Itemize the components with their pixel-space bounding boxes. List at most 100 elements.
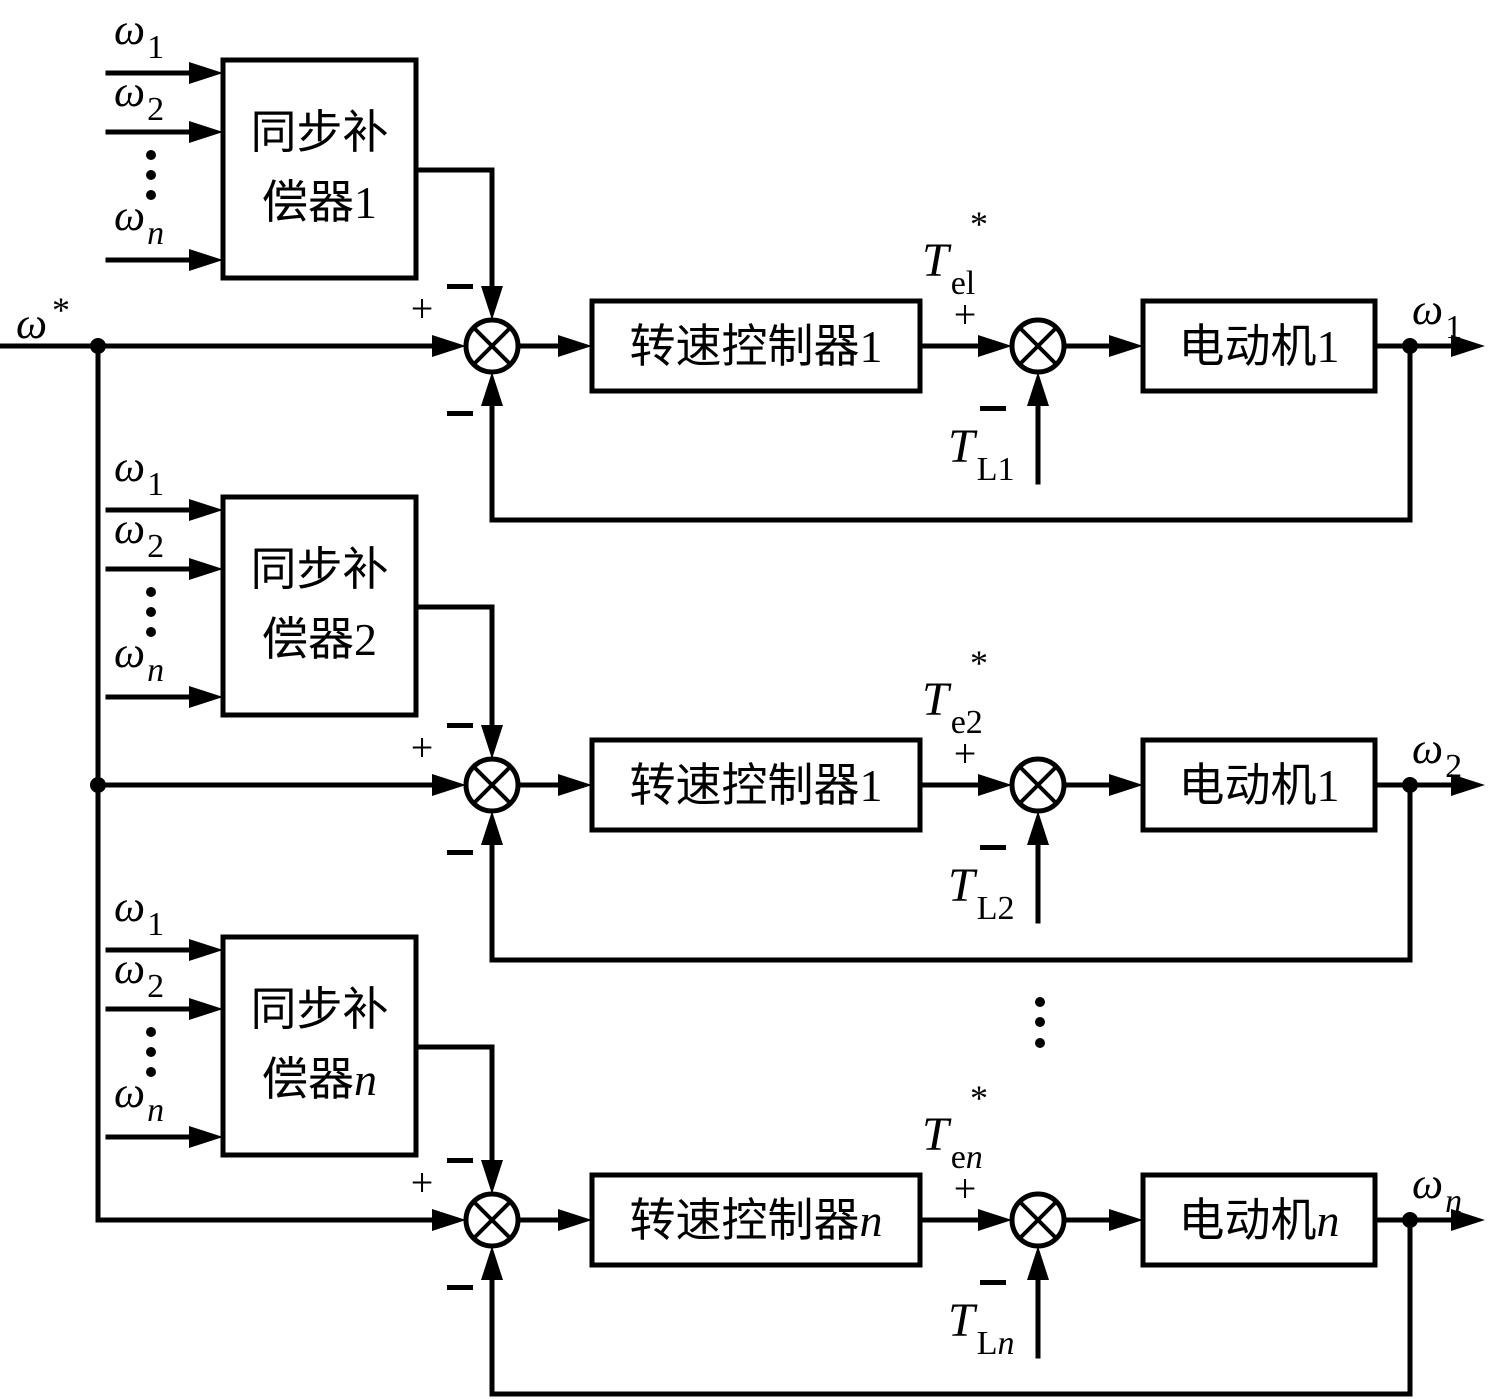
compensator-output-line	[413, 1044, 495, 1163]
arrowhead	[481, 372, 503, 406]
speed-controller-index: 1	[860, 321, 883, 372]
cross-line	[1018, 765, 1058, 805]
arrowhead	[189, 121, 223, 143]
symbol: ω	[114, 5, 145, 54]
arrowhead	[432, 335, 466, 357]
feedback-line	[489, 1217, 1413, 1397]
arrowhead	[1027, 372, 1049, 406]
arrowhead	[481, 725, 503, 759]
cross-line	[472, 326, 512, 366]
subscript: l	[966, 265, 975, 302]
arrowhead	[978, 335, 1012, 357]
arrowhead	[1109, 1209, 1143, 1231]
ellipsis-dot	[1035, 997, 1045, 1007]
arrowhead	[189, 249, 223, 271]
plus-sign-torque: +	[954, 731, 977, 776]
ellipsis-dot	[146, 1067, 156, 1077]
subscript: 2	[966, 704, 983, 741]
subscript: n	[147, 652, 164, 689]
symbol: ω	[114, 944, 145, 993]
minus-sign-compensator	[447, 284, 473, 289]
symbol: ω	[114, 504, 145, 553]
ellipsis-dot	[146, 1047, 156, 1057]
compensator-label-line1: 同步补	[251, 982, 389, 1036]
torque-reference-label: Te2	[922, 673, 983, 741]
subscript: n	[147, 215, 164, 252]
subscript: 1	[1445, 309, 1462, 346]
arrowhead	[1027, 811, 1049, 845]
reference-input: ω*	[0, 290, 106, 1223]
minus-sign-load	[980, 406, 1006, 411]
arrowhead	[189, 998, 223, 1020]
compensator-index: 2	[354, 614, 377, 665]
motor-text: 电动机	[1179, 319, 1317, 373]
subscript: L	[977, 890, 998, 927]
feedback-line	[489, 343, 1413, 523]
cross-line	[472, 765, 512, 805]
superscript: *	[970, 204, 988, 244]
cross-line	[1018, 1200, 1058, 1240]
plus-sign-reference: +	[411, 1160, 434, 1205]
torque-reference-label: Ten	[922, 1108, 983, 1176]
arrowhead	[1451, 774, 1485, 796]
ellipsis-dot	[1035, 1038, 1045, 1048]
minus-sign-feedback	[447, 850, 473, 855]
channel-ellipsis	[1035, 997, 1045, 1048]
motor-text: 电动机	[1179, 758, 1317, 812]
speed-controller-box	[589, 737, 923, 833]
ellipsis-dot	[146, 190, 156, 200]
ellipsis-dot	[146, 1027, 156, 1037]
compensator-input-label: ω1	[114, 5, 164, 66]
subscript: L	[977, 451, 998, 488]
load-torque-label: TL2	[948, 859, 1014, 927]
motor-box	[1140, 1172, 1378, 1268]
compensator-output-line	[413, 167, 495, 289]
symbol: T	[922, 1108, 952, 1161]
speed-controller-index: n	[860, 1195, 883, 1246]
arrowhead	[432, 1209, 466, 1231]
minus-sign-compensator	[447, 1158, 473, 1163]
superscript: *	[970, 643, 988, 683]
torque-summing-junction	[1009, 317, 1067, 375]
superscript: *	[970, 1078, 988, 1118]
subscript: n	[147, 1092, 164, 1129]
minus-sign-compensator	[447, 723, 473, 728]
speed-error-summing-junction	[463, 1191, 521, 1249]
arrowhead	[1109, 335, 1143, 357]
symbol: ω	[16, 299, 47, 348]
arrowhead	[189, 62, 223, 84]
compensator-label-line2: 偿器n	[262, 1052, 377, 1106]
motor-label: 电动机1	[1179, 758, 1340, 812]
torque-summing-junction	[1009, 1191, 1067, 1249]
subscript: e	[951, 265, 966, 302]
symbol: T	[948, 420, 978, 473]
symbol: ω	[1412, 285, 1443, 334]
plus-sign-reference: +	[411, 286, 434, 331]
arrowhead	[481, 811, 503, 845]
arrowhead	[189, 1126, 223, 1148]
symbol: ω	[114, 67, 145, 116]
cross-line	[1018, 326, 1058, 366]
symbol: T	[948, 859, 978, 912]
speed-output-label: ω1	[1412, 285, 1462, 346]
reference-branch-line	[95, 782, 435, 1223]
arrowhead	[189, 558, 223, 580]
minus-sign-feedback	[447, 1285, 473, 1290]
symbol: ω	[114, 442, 145, 491]
speed-output-label: ω2	[1412, 724, 1462, 785]
arrowhead	[189, 499, 223, 521]
reference-omega-label: ω	[16, 299, 47, 348]
speed-controller-index: 1	[860, 760, 883, 811]
symbol: ω	[1412, 724, 1443, 773]
speed-output-label: ωn	[1412, 1159, 1462, 1220]
arrowhead	[481, 286, 503, 320]
arrowhead	[1451, 335, 1485, 357]
compensator-label-text: 偿器	[262, 612, 354, 666]
subscript: e	[951, 1139, 966, 1176]
compensator-index: 1	[354, 177, 377, 228]
arrowhead	[481, 1160, 503, 1194]
compensator-input-label: ω2	[114, 67, 164, 128]
speed-controller-label: 转速控制器1	[630, 319, 883, 373]
